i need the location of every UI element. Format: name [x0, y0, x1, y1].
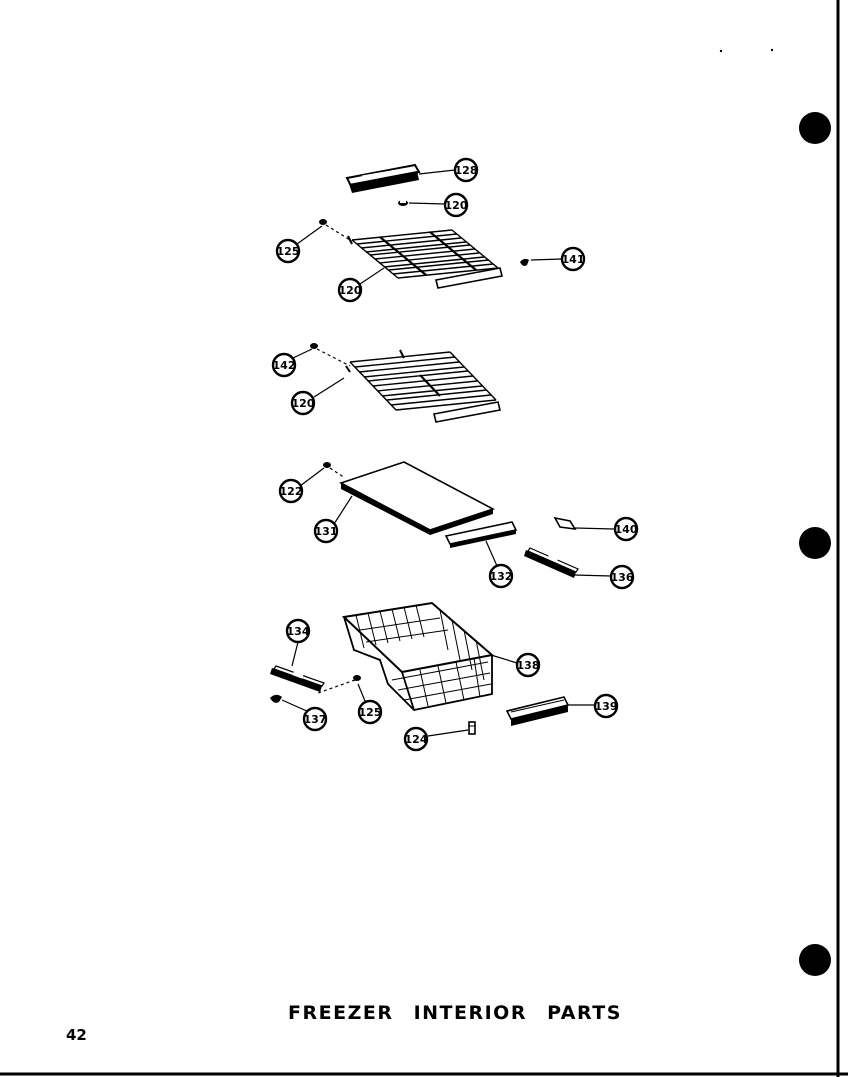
callout-122: 122	[278, 478, 304, 504]
callout-120: 120	[443, 192, 469, 218]
wire-shelf-upper	[347, 229, 503, 289]
callout-label: 141	[562, 253, 585, 266]
stop-part	[468, 721, 476, 735]
binder-hole-middle	[799, 527, 831, 559]
callout-132: 132	[488, 563, 514, 589]
callout-label: 131	[315, 525, 338, 538]
assembly-dash-line	[317, 679, 356, 694]
callout-label: 120	[292, 397, 315, 410]
pin-part	[323, 462, 331, 468]
callout-label: 125	[359, 706, 382, 719]
basket-slide-part	[270, 665, 325, 692]
callout-label: 136	[611, 571, 634, 584]
callout-120: 120	[290, 390, 316, 416]
basket-trim-part	[505, 696, 570, 726]
callout-120: 120	[337, 277, 363, 303]
callout-label: 120	[339, 284, 362, 297]
callout-label: 137	[304, 713, 327, 726]
callout-label: 134	[287, 625, 310, 638]
callout-label: 125	[277, 245, 300, 258]
pin-part	[353, 675, 361, 681]
glass-shelf-part	[338, 461, 496, 535]
binder-hole-top	[799, 112, 831, 144]
clip-part	[270, 694, 282, 703]
clip-part	[520, 258, 529, 266]
callout-136: 136	[609, 564, 635, 590]
callout-124: 124	[403, 726, 429, 752]
callout-label: 128	[455, 164, 478, 177]
callout-label: 142	[273, 359, 296, 372]
callout-label: 124	[405, 733, 428, 746]
callout-142: 142	[271, 352, 297, 378]
callout-label: 122	[280, 485, 303, 498]
leader-lines	[281, 169, 615, 737]
callout-label: 140	[615, 523, 638, 536]
binder-hole-bottom	[799, 944, 831, 976]
callout-140: 140	[613, 516, 639, 542]
callout-141: 141	[560, 246, 586, 272]
callout-137: 137	[302, 706, 328, 732]
callout-label: 139	[595, 700, 618, 713]
callout-125: 125	[275, 238, 301, 264]
slide-rail-part	[524, 547, 579, 578]
callout-131: 131	[313, 518, 339, 544]
callout-label: 120	[445, 199, 468, 212]
callout-139: 139	[593, 693, 619, 719]
callout-134: 134	[285, 618, 311, 644]
pin-part	[319, 219, 327, 225]
callout-138: 138	[515, 652, 541, 678]
callout-128: 128	[453, 157, 479, 183]
wire-shelf-lower	[345, 349, 501, 423]
callout-125: 125	[357, 699, 383, 725]
small-bracket-part	[553, 516, 577, 531]
assembly-dash-line	[316, 348, 351, 367]
shelf-trim-part	[444, 521, 518, 548]
callout-label: 138	[517, 659, 540, 672]
scan-speck	[770, 48, 774, 52]
shelf-bracket-part	[345, 163, 421, 193]
page-title: FREEZER INTERIOR PARTS	[288, 1002, 622, 1024]
page-number: 42	[66, 1026, 87, 1044]
scan-speck	[719, 49, 723, 53]
clip-part	[398, 200, 408, 206]
wire-basket-part	[341, 601, 495, 711]
assembly-dash-line	[325, 224, 351, 241]
assembly-dash-line	[329, 467, 346, 479]
pin-part	[310, 343, 318, 349]
callout-label: 132	[490, 570, 513, 583]
